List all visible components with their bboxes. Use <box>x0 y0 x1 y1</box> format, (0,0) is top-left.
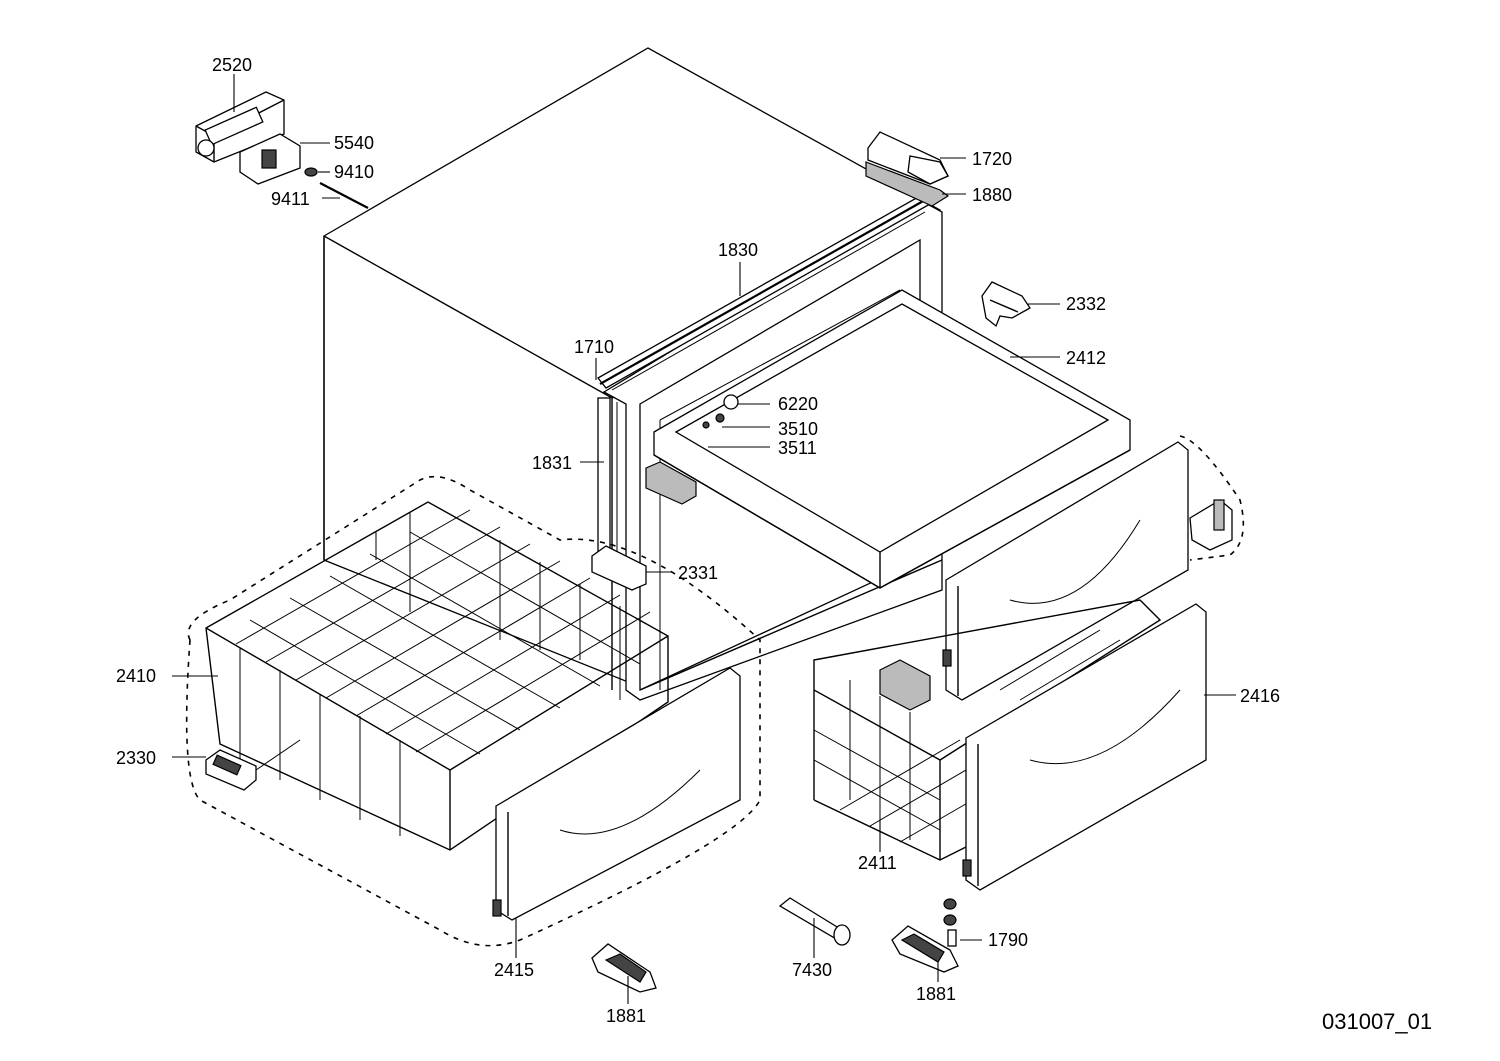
callout-2520: 2520 <box>212 55 252 75</box>
document-id: 031007_01 <box>1322 1009 1432 1034</box>
callout-2412: 2412 <box>1066 348 1106 368</box>
callout-2411: 2411 <box>858 853 897 873</box>
callout-1720: 1720 <box>972 149 1012 169</box>
callout-5540: 5540 <box>334 133 374 153</box>
callout-1881-left: 1881 <box>606 1006 646 1026</box>
callout-2330: 2330 <box>116 748 156 768</box>
basket-grid-left <box>235 509 651 836</box>
right-lower-drawer-front <box>962 603 1207 891</box>
callout-1880: 1880 <box>972 185 1012 205</box>
callout-2331: 2331 <box>678 563 718 583</box>
callout-2415: 2415 <box>494 960 534 980</box>
pin-7430 <box>778 897 851 946</box>
callout-7430: 7430 <box>792 960 832 980</box>
knob-spring <box>304 167 318 177</box>
callout-1881-right: 1881 <box>916 984 956 1004</box>
callout-3510: 3510 <box>778 419 818 439</box>
right-upper-drawer-front <box>942 441 1189 701</box>
top-hinge-cover <box>867 131 949 185</box>
slide-block-left <box>591 461 697 591</box>
small-fitting <box>702 394 739 429</box>
thermostat-knob <box>239 133 301 185</box>
side-rail <box>597 397 611 559</box>
left-drawer-outline <box>185 475 761 947</box>
callout-2332: 2332 <box>1066 294 1106 314</box>
leader-lines <box>172 74 1236 1004</box>
callout-1790: 1790 <box>988 930 1028 950</box>
washers-1790 <box>943 898 957 947</box>
callout-6220: 6220 <box>778 394 818 414</box>
callout-labels: 2520 5540 9410 9411 1720 1880 1830 2332 … <box>116 55 1280 1026</box>
callout-2416: 2416 <box>1240 686 1280 706</box>
handle-right <box>891 925 959 973</box>
upper-right-outline <box>1179 435 1245 561</box>
callout-1830: 1830 <box>718 240 758 260</box>
left-wire-basket <box>205 501 669 851</box>
callout-3511: 3511 <box>778 438 817 458</box>
callout-2410: 2410 <box>116 666 156 686</box>
slide-block-2330 <box>205 739 301 791</box>
bracket-2332 <box>981 281 1031 328</box>
top-hinge <box>865 161 950 207</box>
callout-1831: 1831 <box>532 453 572 473</box>
left-drawer-front <box>492 667 741 921</box>
handle-left <box>591 943 657 993</box>
knob-axle <box>319 182 369 209</box>
slide-block-right <box>879 659 931 711</box>
right-side-hinge <box>1189 499 1233 551</box>
callout-9410: 9410 <box>334 162 374 182</box>
callout-1710: 1710 <box>574 337 614 357</box>
thermostat-housing <box>195 91 285 163</box>
callout-9411: 9411 <box>271 189 310 209</box>
freezer-shelf <box>653 289 1131 589</box>
